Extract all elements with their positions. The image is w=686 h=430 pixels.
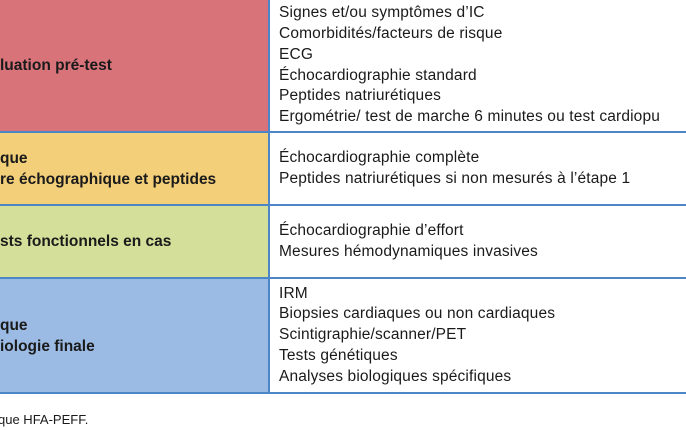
table-row-step-4: que iologie finale IRM Biopsies cardiaqu… — [0, 277, 686, 392]
list-item: Biopsies cardiaques ou non cardiaques — [279, 305, 556, 323]
list-item: Peptides natriurétiques — [279, 87, 441, 105]
table-row-step-1: luation pré-test Signes et/ou symptômes … — [0, 0, 686, 131]
list-item: Scintigraphie/scanner/PET — [279, 326, 467, 344]
step-3-label-line: sts fonctionnels en cas — [0, 233, 172, 250]
step-2-items-cell: Échocardiographie complète Peptides natr… — [270, 133, 686, 204]
list-item: Échocardiographie standard — [279, 66, 477, 84]
step-4-label-line: iologie finale — [0, 337, 95, 355]
step-4-label-line: que — [0, 316, 28, 334]
step-1-label-cell: luation pré-test — [0, 0, 270, 131]
step-3-items-cell: Échocardiographie d’effort Mesures hémod… — [270, 206, 686, 277]
step-2-label-line: que — [0, 149, 28, 167]
diagnostic-steps-table: luation pré-test Signes et/ou symptômes … — [0, 0, 686, 394]
list-item: Mesures hémodynamiques invasives — [279, 242, 538, 260]
step-1-items-cell: Signes et/ou symptômes d’IC Comorbidités… — [270, 0, 686, 131]
list-item: Ergométrie/ test de marche 6 minutes ou … — [279, 108, 660, 126]
step-2-label-line: re échographique et peptides — [0, 170, 217, 188]
table-row-step-2: que re échographique et peptides Échocar… — [0, 131, 686, 204]
step-2-label-cell: que re échographique et peptides — [0, 133, 270, 204]
step-4-label-cell: que iologie finale — [0, 279, 270, 392]
step-3-label-cell: sts fonctionnels en cas — [0, 206, 270, 277]
table-caption: stique HFA-PEFF. — [0, 412, 89, 427]
list-item: Peptides natriurétiques si non mesurés à… — [279, 169, 631, 187]
list-item: Comorbidités/facteurs de risque — [279, 24, 503, 42]
step-4-items-cell: IRM Biopsies cardiaques ou non cardiaque… — [270, 279, 686, 392]
list-item: Signes et/ou symptômes d’IC — [279, 4, 485, 22]
list-item: Analyses biologiques spécifiques — [279, 367, 512, 385]
list-item: ECG — [279, 45, 314, 63]
list-item: Échocardiographie complète — [279, 148, 480, 166]
list-item: IRM — [279, 284, 308, 302]
list-item: Échocardiographie d’effort — [279, 221, 464, 239]
list-item: Tests génétiques — [279, 346, 398, 364]
step-1-label-line: luation pré-test — [0, 57, 112, 74]
table-row-step-3: sts fonctionnels en cas Échocardiographi… — [0, 204, 686, 277]
